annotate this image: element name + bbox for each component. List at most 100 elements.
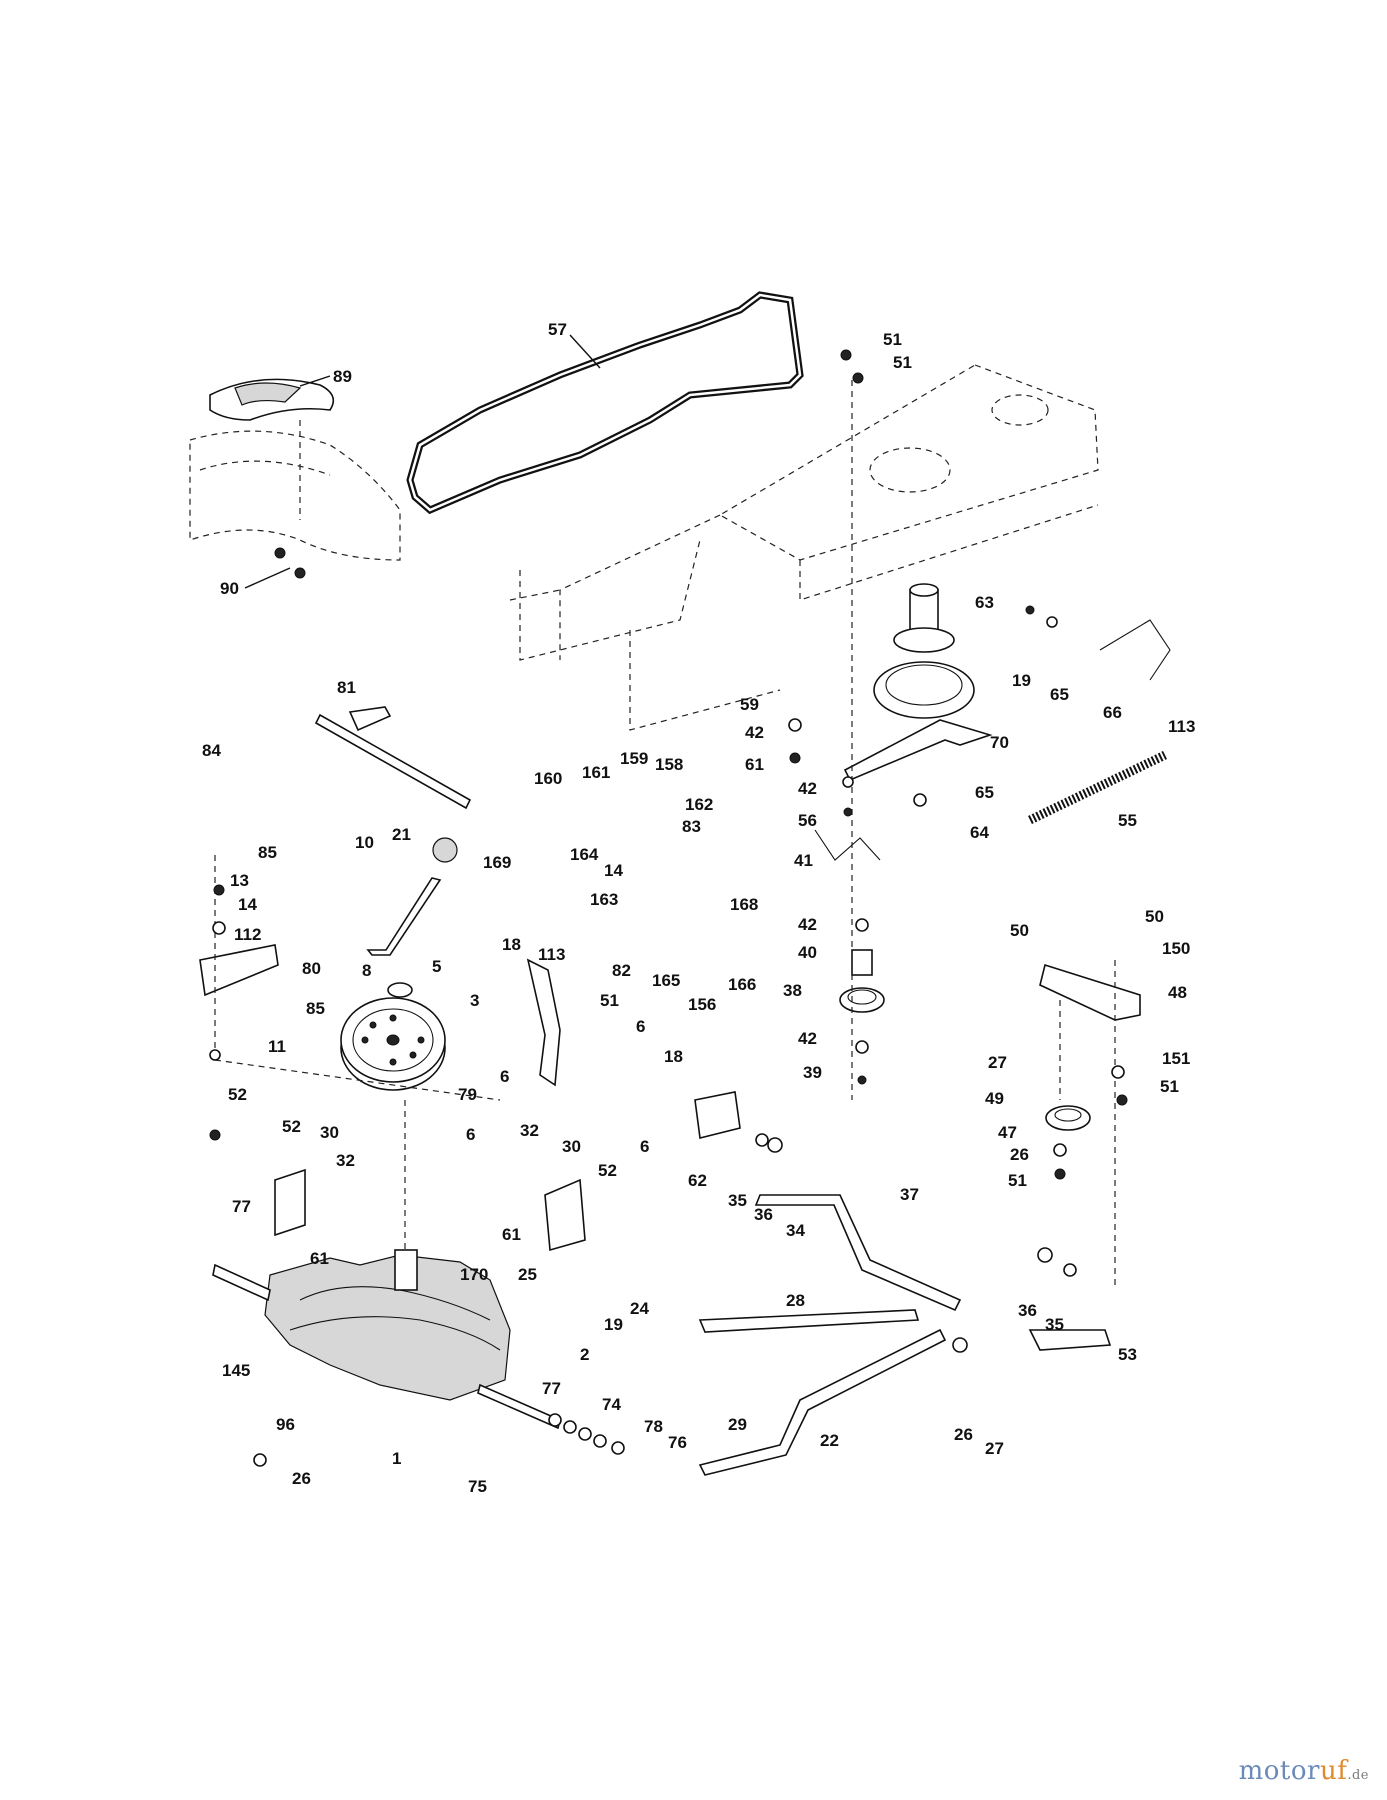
- rod-66: [843, 719, 993, 782]
- label-36-b: 36: [1018, 1301, 1037, 1320]
- label-85-b: 85: [306, 999, 325, 1018]
- label-158: 158: [655, 755, 683, 774]
- label-18-b: 18: [664, 1047, 683, 1066]
- label-81: 81: [337, 678, 356, 697]
- label-96: 96: [276, 1415, 295, 1434]
- bracket-30-left: [274, 1168, 306, 1237]
- label-151: 151: [1162, 1049, 1190, 1068]
- label-150: 150: [1162, 939, 1190, 958]
- label-80: 80: [302, 959, 321, 978]
- bracket-41: [814, 829, 881, 861]
- hood-outline: [189, 378, 401, 561]
- label-70: 66: [1103, 703, 1122, 722]
- label-42-a: 42: [745, 723, 764, 742]
- label-61-b: 61: [310, 1249, 329, 1268]
- label-48: 48: [1168, 983, 1187, 1002]
- label-77-b: 77: [542, 1379, 561, 1398]
- label-51-b: 51: [893, 353, 912, 372]
- label-61-a: 61: [745, 755, 764, 774]
- label-1: 1: [392, 1449, 401, 1468]
- label-85-a: 85: [258, 843, 277, 862]
- shaft-81: [314, 706, 472, 810]
- label-39: 39: [803, 1063, 822, 1082]
- label-32-b: 32: [520, 1121, 539, 1140]
- label-112: 112: [234, 925, 261, 944]
- label-35-b: 35: [1045, 1315, 1064, 1334]
- label-14-a: 14: [604, 861, 623, 880]
- watermark-part2: uf: [1319, 1756, 1348, 1786]
- label-4: 5: [432, 957, 441, 976]
- label-50-a: 50: [1010, 921, 1029, 940]
- watermark-part1: motor: [1238, 1756, 1320, 1786]
- label-26-c: 26: [292, 1469, 311, 1488]
- hardware-fasteners: [209, 349, 1128, 1467]
- label-52-a: 52: [228, 1085, 247, 1104]
- label-24: 24: [630, 1299, 649, 1318]
- pulley-3: [340, 997, 446, 1091]
- label-53: 53: [1118, 1345, 1137, 1364]
- drive-belt: [406, 291, 804, 515]
- label-21: 21: [392, 825, 411, 844]
- bracket-48: [1039, 963, 1141, 1021]
- label-66: 70: [990, 733, 1009, 752]
- label-10: 10: [355, 833, 374, 852]
- label-116: 113: [1168, 717, 1195, 736]
- label-42-d: 42: [798, 1029, 817, 1048]
- label-57: 57: [548, 320, 567, 339]
- shift-lever: [366, 837, 458, 956]
- label-22: 22: [820, 1431, 839, 1450]
- label-36-a: 36: [754, 1205, 773, 1224]
- rods: [698, 1194, 1112, 1476]
- label-6-c: 6: [466, 1125, 475, 1144]
- label-27-a: 27: [988, 1053, 1007, 1072]
- label-14-b: 14: [238, 895, 257, 914]
- bracket-80: [199, 944, 279, 997]
- label-65: 65: [975, 783, 994, 802]
- label-56: 56: [798, 811, 817, 830]
- label-42-c: 42: [798, 915, 817, 934]
- bracket-113: [526, 958, 561, 1087]
- label-59: 59: [740, 695, 759, 714]
- label-113: 113: [538, 945, 565, 964]
- label-90: 90: [220, 579, 239, 598]
- label-51-c: 51: [1160, 1077, 1179, 1096]
- label-74: 74: [602, 1395, 621, 1414]
- bracket-30-right: [544, 1178, 586, 1252]
- watermark: motoruf.de: [1239, 1756, 1369, 1786]
- label-37: 37: [900, 1185, 919, 1204]
- spring-55: [1028, 750, 1167, 825]
- label-83: 83: [682, 817, 701, 836]
- label-165: 165: [652, 971, 680, 990]
- label-77-a: 77: [232, 1197, 251, 1216]
- label-51-d: 51: [1008, 1171, 1027, 1190]
- label-30-b: 30: [562, 1137, 581, 1156]
- label-29: 29: [728, 1415, 747, 1434]
- label-32-a: 32: [336, 1151, 355, 1170]
- label-52-b: 52: [282, 1117, 301, 1136]
- label-42-b: 42: [798, 779, 817, 798]
- label-168: 168: [730, 895, 758, 914]
- label-169: 169: [483, 853, 511, 872]
- label-75: 75: [468, 1477, 487, 1496]
- label-162: 162: [685, 795, 713, 814]
- label-34: 34: [786, 1221, 805, 1240]
- label-50-b: 50: [1145, 907, 1164, 926]
- pulley-63: [873, 583, 975, 719]
- part-labels: 57 89 90 51 51 63 19 65 66 113 59 42 61 …: [202, 320, 1195, 1496]
- label-160: 160: [534, 769, 562, 788]
- label-6-b: 6: [640, 1137, 649, 1156]
- label-51-e: 51: [600, 991, 619, 1010]
- rod-70: [1099, 619, 1171, 681]
- pulley-47: [1045, 1105, 1091, 1131]
- label-35-a: 35: [728, 1191, 747, 1210]
- label-61-c: 61: [502, 1225, 521, 1244]
- label-52-c: 52: [598, 1161, 617, 1180]
- pulley-38: [839, 949, 885, 1013]
- label-5: 6: [636, 1017, 645, 1036]
- label-78: 78: [644, 1417, 663, 1436]
- label-13: 13: [230, 871, 249, 890]
- label-25: 25: [518, 1265, 537, 1284]
- label-26-a: 26: [1010, 1145, 1029, 1164]
- label-51-a: 51: [883, 330, 902, 349]
